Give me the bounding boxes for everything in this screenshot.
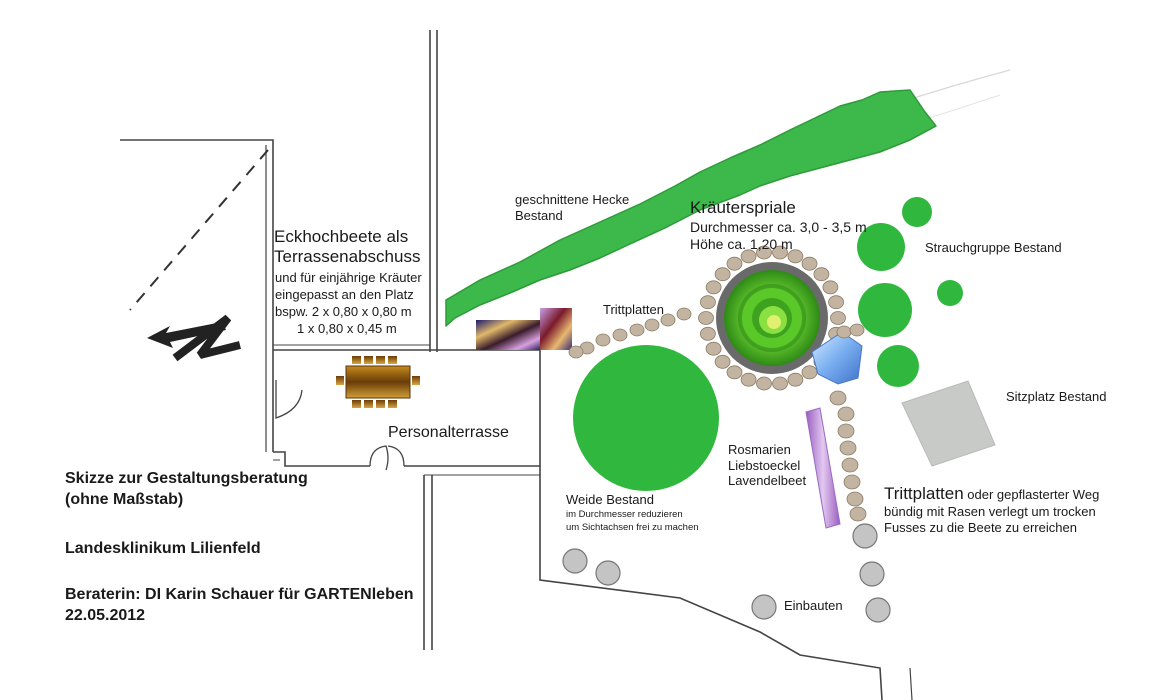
weide-note-line-2: um Sichtachsen frei zu machen — [566, 521, 699, 533]
stepping-stone — [698, 311, 714, 325]
stepping-stone — [787, 372, 804, 387]
building-walls — [120, 30, 913, 700]
beet-label-line-3: Lavendelbeet — [728, 473, 807, 489]
eckhochbeete-title-line-1: Eckhochbeete als — [274, 227, 409, 246]
trittplatten-path — [568, 307, 867, 522]
raised-bed-2 — [540, 308, 572, 350]
eckhochbeete-desc-line-4: 1 x 0,80 x 0,45 m — [297, 320, 397, 336]
sketch-title-line-1: Skizze zur Gestaltungsberatung — [65, 470, 308, 487]
trittplatten-label: Trittplatten — [603, 302, 664, 317]
trittplatten-weg-big: Trittplatten — [884, 484, 964, 503]
stepping-stone — [726, 256, 743, 271]
kraeuterspirale-title: Kräuterspriale — [690, 198, 796, 217]
door-swing-terrace — [275, 380, 303, 419]
stepping-stone — [772, 245, 788, 260]
eckhochbeete-desc-line-1: und für einjährige Kräuter — [275, 270, 422, 285]
stepping-stone — [801, 365, 818, 380]
eckhochbeete-desc-line-3: bspw. 2 x 0,80 x 0,80 m — [275, 303, 412, 319]
beet-label-line-1: Rosmarien — [728, 442, 791, 457]
advisor-block: Beraterin: DI Karin Schauer für GARTENle… — [65, 585, 414, 627]
stepping-stone — [705, 341, 722, 356]
stepping-stone — [740, 372, 757, 387]
eckhochbeete-title: Eckhochbeete als Terrassenabschuss — [274, 227, 420, 268]
hedge — [445, 89, 937, 327]
weide-note: im Durchmesser reduzieren um Sichtachsen… — [566, 509, 699, 535]
trittplatten-weg-rest: oder gepflasterter Weg — [963, 487, 1100, 502]
trittplatten-weg-line-3: Fusses zu die Beete zu erreichen — [884, 519, 1077, 535]
eckhochbeete-desc-line-2: eingepasst an den Platz — [275, 286, 414, 302]
kraeuterspirale-dims-line-2: Höhe ca. 1,20 m — [690, 235, 793, 252]
stepping-stone — [714, 354, 731, 369]
stepping-stone — [700, 326, 716, 341]
einbauten-label: Einbauten — [784, 598, 843, 613]
strauchgruppe-label: Strauchgruppe Bestand — [925, 240, 1062, 255]
advisor-line-1: Beraterin: DI Karin Schauer für GARTENle… — [65, 586, 414, 603]
stepping-stone — [822, 280, 839, 295]
personal-terrace-table — [336, 356, 420, 408]
stepping-stone — [726, 365, 743, 380]
stepping-stone — [756, 245, 772, 260]
shrub-group — [857, 197, 963, 387]
north-arrow — [147, 314, 241, 362]
stepping-stone — [828, 295, 844, 310]
stepping-stone — [756, 376, 772, 391]
hedge-label-line-1: geschnittene Hecke — [515, 192, 630, 207]
stepping-stone — [700, 295, 716, 310]
raised-bed-1 — [476, 320, 540, 350]
sketch-title-line-2: (ohne Maßstab) — [65, 490, 184, 508]
door-swing-entrance — [369, 445, 405, 471]
weide-title: Weide Bestand — [566, 492, 654, 507]
trittplatten-weg-line-2: bündig mit Rasen verlegt um trocken — [884, 504, 1096, 520]
eckhochbeete-desc: und für einjährige Kräuter eingepasst an… — [275, 270, 422, 338]
beet-label: Rosmarien Liebstoeckel Lavendelbeet — [728, 442, 806, 489]
kraeuterspirale-dims-line-1: Durchmesser ca. 3,0 - 3,5 m — [690, 219, 867, 235]
sitzplatz — [901, 380, 996, 467]
stepping-stone — [772, 376, 788, 391]
weide-tree — [573, 345, 719, 491]
sitzplatz-label: Sitzplatz Bestand — [1006, 389, 1107, 404]
stepping-stone — [705, 280, 722, 295]
lavender-bed — [805, 407, 841, 529]
dashed-diagonal — [129, 149, 269, 311]
weide-note-line-1: im Durchmesser reduzieren — [566, 509, 683, 520]
stepping-stone — [830, 311, 846, 325]
stepping-stone — [714, 267, 731, 282]
hedge-label-line-2: Bestand — [515, 207, 563, 223]
einbauten-pavers — [562, 523, 891, 623]
sketch-title: Skizze zur Gestaltungsberatung (ohne Maß… — [65, 469, 308, 511]
advisor-line-2: 22.05.2012 — [65, 606, 146, 624]
client-name: Landesklinikum Lilienfeld — [65, 540, 261, 557]
stepping-stone — [813, 267, 830, 282]
herb-spiral — [716, 262, 828, 374]
stepping-stone — [740, 249, 757, 264]
stepping-stone — [787, 249, 804, 264]
hedge-label: geschnittene Hecke Bestand — [515, 192, 629, 223]
trittplatten-weg-label: Trittplatten oder gepflasterter Weg bünd… — [884, 484, 1099, 536]
stepping-stone — [801, 256, 818, 271]
beet-label-line-2: Liebstoeckel — [728, 457, 801, 473]
kraeuterspirale-dims: Durchmesser ca. 3,0 - 3,5 m Höhe ca. 1,2… — [690, 219, 867, 253]
eckhochbeete-title-line-2: Terrassenabschuss — [274, 247, 421, 267]
personalterrasse-label: Personalterrasse — [388, 424, 509, 441]
